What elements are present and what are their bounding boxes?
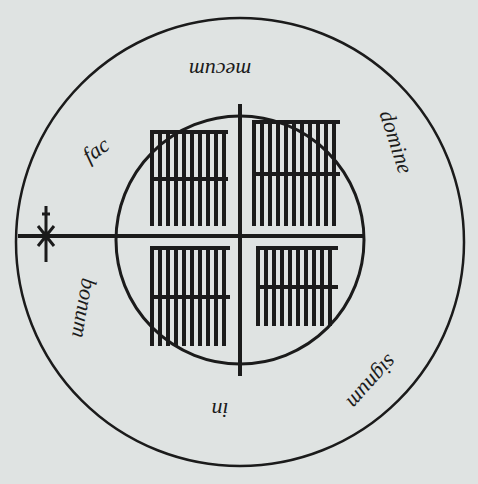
ring-word: fac bbox=[79, 133, 114, 166]
minim-strokes bbox=[252, 122, 340, 226]
ring-word: bonum bbox=[68, 277, 100, 340]
cross-symbol bbox=[32, 206, 60, 262]
ring-word: in bbox=[211, 399, 228, 421]
minim-strokes bbox=[256, 248, 338, 326]
ring-word: domine bbox=[376, 108, 417, 176]
vertical-bar bbox=[238, 104, 242, 376]
horizontal-bar bbox=[18, 234, 364, 238]
ring-word: signum bbox=[343, 351, 402, 413]
ring-word: mecum bbox=[189, 59, 251, 81]
outer-circle bbox=[16, 18, 464, 466]
minim-letters bbox=[150, 122, 340, 346]
minim-strokes bbox=[150, 248, 230, 346]
minim-strokes bbox=[150, 132, 228, 226]
